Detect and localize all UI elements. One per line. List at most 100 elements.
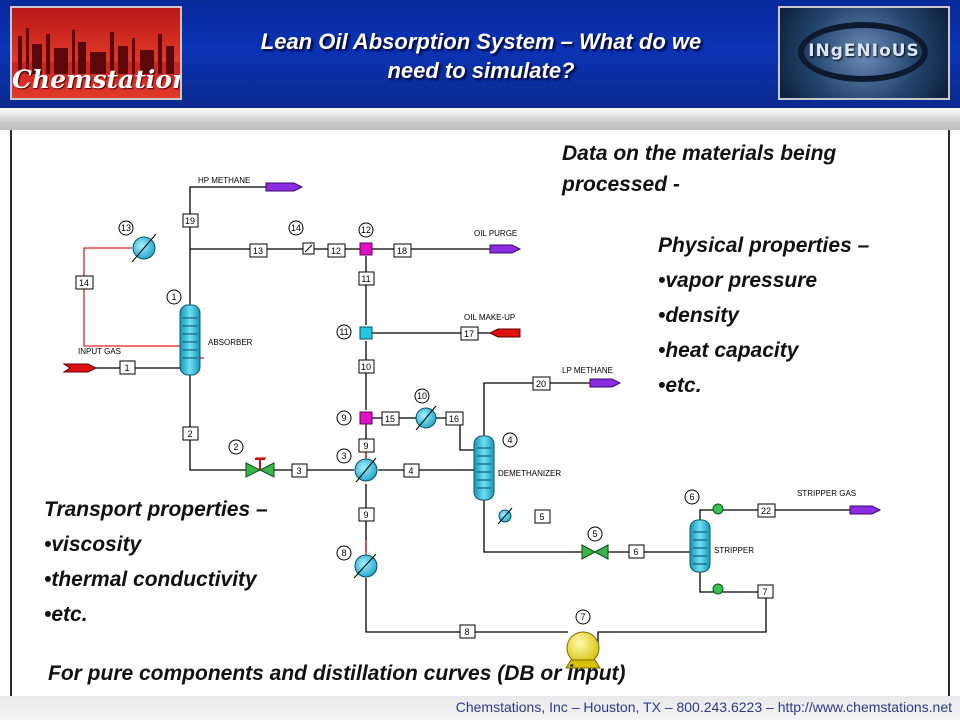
unit-number-circles: 13 1 4 12 1 11 10 9 4 2 3 6 5 8 7 (118, 220, 700, 625)
slide-title-line-2: need to simulate? (387, 58, 575, 83)
svg-text:22: 22 (761, 506, 771, 516)
valve-5 (581, 544, 609, 560)
stripper-reboiler (712, 583, 724, 595)
data-heading: Data on the materials being processed - (562, 138, 836, 200)
pump-7 (565, 631, 601, 669)
unit-circle-5: 5 (587, 526, 603, 542)
stripper-label: STRIPPER (714, 546, 754, 555)
stream-box-17: 16 (445, 411, 464, 426)
pump-14 (302, 242, 315, 255)
footer-band (0, 696, 960, 720)
svg-text:19: 19 (185, 216, 195, 226)
transport-properties-block: Transport properties – •viscosity •therm… (44, 492, 268, 632)
svg-text:1: 1 (124, 363, 129, 373)
physical-item: •etc. (658, 374, 702, 397)
ingenious-brand-text: INgENIoUS (808, 41, 920, 61)
svg-text:6: 6 (633, 547, 638, 557)
svg-text:18: 18 (397, 246, 407, 256)
stream-box-6: 6 (628, 544, 645, 559)
globe-ring-icon (798, 22, 928, 82)
stream-box-20: 19 (182, 213, 199, 228)
svg-text:11: 11 (339, 327, 348, 337)
stream-box-21: 20 (532, 376, 551, 391)
stripper-gas-label: STRIPPER GAS (797, 489, 856, 498)
svg-text:7: 7 (762, 587, 767, 597)
heat-exchanger-8 (353, 553, 378, 579)
unit-circle-11: 11 (336, 324, 352, 340)
svg-text:2: 2 (187, 429, 192, 439)
svg-text:7: 7 (580, 612, 585, 622)
stream-box-12: 11 (358, 271, 375, 286)
physical-properties-heading: Physical properties – (658, 234, 870, 257)
unit-circle-8: 8 (336, 545, 352, 561)
stream-box-4: 4 (403, 463, 420, 478)
svg-text:11: 11 (361, 274, 370, 284)
stream-box-13: 12 (327, 243, 346, 258)
unit-circle-1: 1 (166, 289, 182, 305)
stream-box-19: 18 (393, 243, 412, 258)
svg-text:4: 4 (507, 435, 512, 445)
stream-box-11: 10 (358, 359, 375, 374)
svg-text:5: 5 (592, 529, 597, 539)
stripper-gas-arrow (849, 505, 882, 515)
physical-item: •heat capacity (658, 339, 799, 362)
hp-methane-arrow (265, 182, 304, 192)
unit-circle-12: 12 (358, 222, 374, 238)
transport-item: •etc. (44, 603, 88, 626)
svg-text:15: 15 (385, 414, 395, 424)
bottom-note: For pure components and distillation cur… (48, 662, 626, 685)
heat-exchanger-13 (131, 233, 157, 263)
stream-box-3: 3 (291, 463, 308, 478)
demethanizer-column (473, 435, 495, 501)
svg-text:12: 12 (331, 246, 341, 256)
oil-makeup-arrow (488, 328, 521, 338)
transport-properties-heading: Transport properties – (44, 498, 268, 521)
svg-text:9: 9 (363, 510, 368, 520)
svg-text:13: 13 (253, 246, 263, 256)
svg-text:20: 20 (536, 379, 546, 389)
transport-item: •thermal conductivity (44, 568, 257, 591)
svg-text:12: 12 (361, 225, 371, 235)
svg-text:3: 3 (341, 451, 346, 461)
unit-circle-9: 9 (336, 410, 352, 426)
stream-box-22: 22 (757, 503, 776, 518)
unit-circle-6: 6 (684, 489, 700, 505)
svg-text:13: 13 (121, 223, 131, 233)
footer-text: Chemstations, Inc – Houston, TX – 800.24… (455, 699, 952, 715)
svg-text:8: 8 (341, 548, 346, 558)
data-heading-line-1: Data on the materials being (562, 142, 837, 165)
oil-purge-label: OIL PURGE (474, 229, 517, 238)
transport-item: •viscosity (44, 533, 142, 556)
input-gas-arrow (62, 363, 98, 373)
slide-title: Lean Oil Absorption System – What do we … (196, 27, 766, 85)
stream-box-15: 14 (75, 275, 94, 290)
valve-2 (245, 458, 275, 478)
absorber-label: ABSORBER (208, 338, 253, 347)
demethanizer-label: DEMETHANIZER (498, 469, 561, 478)
svg-text:3: 3 (296, 466, 301, 476)
mixer-9 (359, 411, 373, 425)
demethanizer-reboiler (497, 507, 513, 525)
stream-box-2: 2 (182, 426, 199, 441)
svg-text:17: 17 (464, 329, 474, 339)
svg-text:10: 10 (361, 362, 371, 372)
lp-methane-arrow (589, 378, 622, 388)
slide-title-line-1: Lean Oil Absorption System – What do we (260, 29, 702, 54)
stream-number-boxes: 19 13 12 18 14 11 17 1 10 20 15 16 2 9 3… (75, 213, 776, 639)
refinery-skyline-icon (18, 28, 174, 74)
svg-text:14: 14 (79, 278, 89, 288)
stream-box-7: 7 (757, 584, 774, 599)
svg-text:2: 2 (233, 442, 238, 452)
unit-circle-3: 3 (336, 448, 352, 464)
hp-methane-label: HP METHANE (198, 176, 250, 185)
frame-left-border (10, 130, 12, 696)
svg-text:10: 10 (417, 391, 427, 401)
ingenious-logo: INgENIoUS (778, 6, 950, 100)
oil-purge-arrow (489, 244, 522, 254)
unit-circle-2: 2 (228, 439, 244, 455)
unit-circle-7: 7 (575, 609, 591, 625)
stream-box-18: 17 (460, 326, 479, 341)
heat-exchanger-10 (415, 405, 437, 431)
svg-text:8: 8 (464, 627, 469, 637)
